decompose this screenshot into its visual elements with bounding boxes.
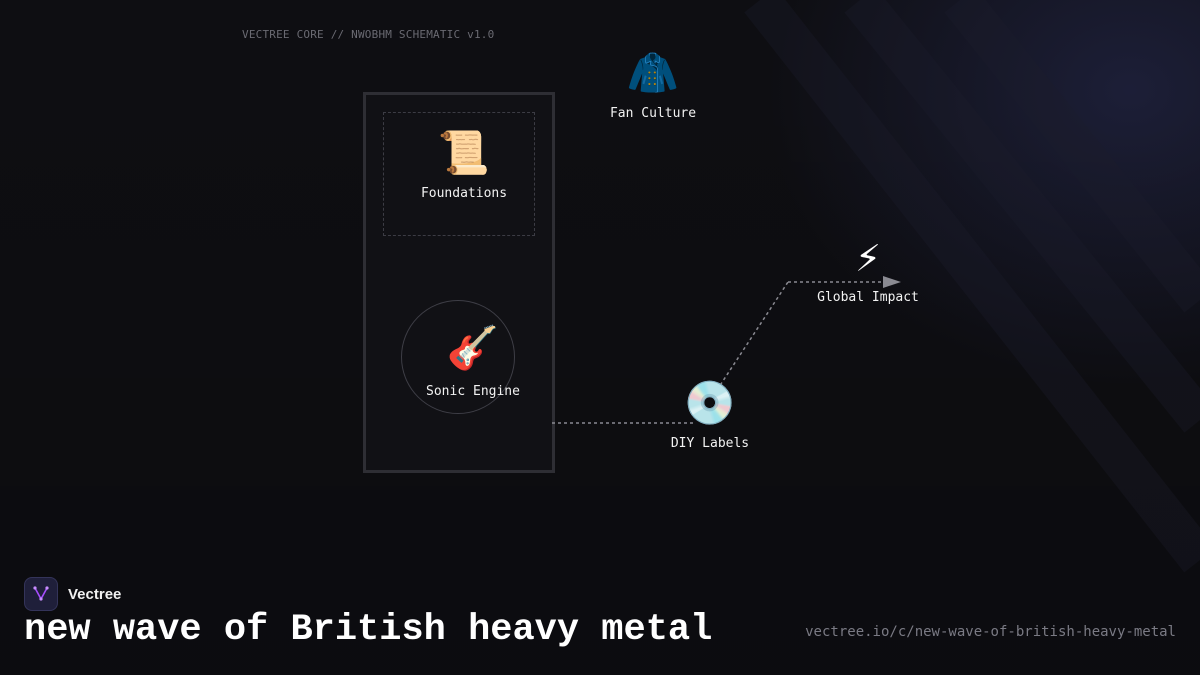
node-label-diy-labels: DIY Labels <box>670 436 750 451</box>
page-title: new wave of British heavy metal <box>24 609 713 651</box>
vectree-logo-icon <box>24 577 58 611</box>
arrowhead <box>883 276 901 288</box>
node-label-sonic-engine: Sonic Engine <box>426 384 520 399</box>
link-diy-to-global <box>716 281 789 391</box>
page-url[interactable]: vectree.io/c/new-wave-of-british-heavy-m… <box>805 624 1176 640</box>
jacket-icon: 🧥 <box>626 48 680 97</box>
schematic-header: VECTREE CORE // NWOBHM SCHEMATIC v1.0 <box>242 28 495 41</box>
guitar-icon: 🎸 <box>446 323 500 372</box>
node-label-fan-culture: Fan Culture <box>609 106 697 121</box>
lightning-icon: ⚡ <box>855 232 881 281</box>
disc-icon: 💿 <box>683 378 737 427</box>
node-diy-labels[interactable]: 💿 DIY Labels <box>650 378 770 451</box>
node-fan-culture[interactable]: 🧥 Fan Culture <box>593 48 713 121</box>
foundations-frame <box>383 112 535 236</box>
node-foundations[interactable]: 📜 Foundations <box>404 128 524 201</box>
brand-name: Vectree <box>68 585 122 603</box>
node-global-impact[interactable]: ⚡ Global Impact <box>800 232 936 305</box>
node-label-global-impact: Global Impact <box>817 290 919 305</box>
node-sonic-engine[interactable]: 🎸 Sonic Engine <box>398 323 548 399</box>
scroll-icon: 📜 <box>437 128 491 177</box>
brand[interactable]: Vectree <box>24 577 121 611</box>
sonic-engine-ring <box>401 300 515 414</box>
node-label-foundations: Foundations <box>420 186 508 201</box>
